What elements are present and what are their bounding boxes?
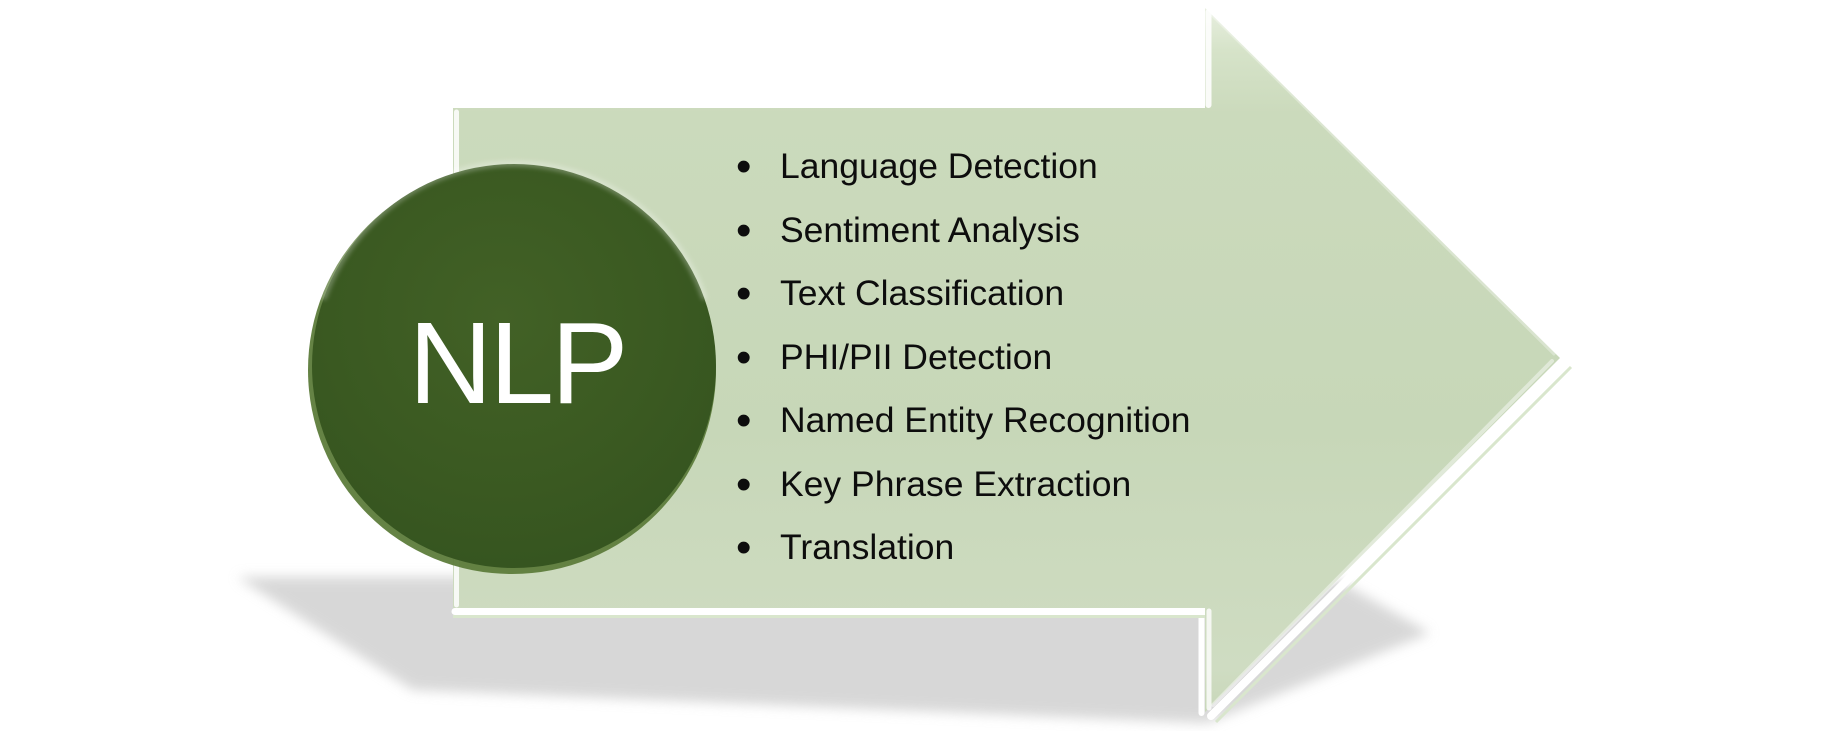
list-item: • Key Phrase Extraction	[736, 453, 1190, 517]
arrow-list-item-label: Sentiment Analysis	[780, 209, 1080, 250]
arrow-list-item-label: Named Entity Recognition	[780, 400, 1191, 440]
bullet-icon: •	[736, 269, 752, 318]
arrow-shape	[453, 8, 1560, 712]
arrow-list-item-label: Text Classification	[780, 273, 1065, 313]
arrow-list-item-label: Key Phrase Extraction	[780, 463, 1132, 504]
list-item: • Named Entity Recognition	[736, 389, 1190, 453]
list-item: • Text Classification	[736, 262, 1190, 326]
list-item: • Sentiment Analysis	[736, 199, 1190, 263]
bullet-icon: •	[736, 142, 752, 191]
nlp-circle-highlight	[321, 160, 707, 300]
bullet-icon: •	[736, 396, 752, 445]
list-item: • Language Detection	[736, 135, 1190, 199]
arrow-list-item-label: Language Detection	[780, 146, 1098, 186]
arrow-list-item-label: PHI/PII Detection	[780, 336, 1053, 377]
arrow-outer-rim	[453, 365, 1573, 724]
bullet-icon: •	[736, 332, 752, 382]
arrow-outer-bevel-gap	[451, 358, 1570, 720]
bullet-icon: •	[736, 205, 752, 255]
list-item: • Translation	[736, 516, 1190, 580]
arrow-list-item-label: Translation	[780, 527, 955, 567]
arrow-capability-list: • Language Detection • Sentiment Analysi…	[736, 135, 1190, 580]
bullet-icon: •	[736, 523, 752, 572]
nlp-circle	[312, 164, 716, 568]
nlp-badge-label: NLP	[408, 298, 629, 428]
bullet-icon: •	[736, 459, 752, 509]
list-item: • PHI/PII Detection	[736, 326, 1190, 390]
